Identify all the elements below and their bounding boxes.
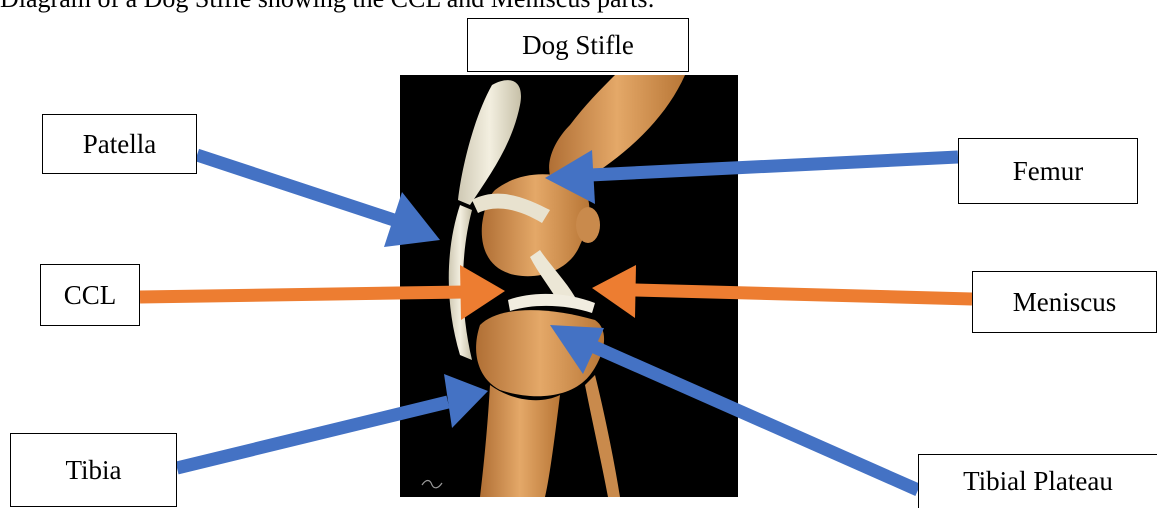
- label-patella: Patella: [42, 114, 197, 174]
- label-tibia: Tibia: [10, 433, 177, 507]
- patella-arrow: [197, 155, 440, 247]
- meniscus-arrow: [592, 265, 972, 318]
- tibial-plateau-arrow: [550, 325, 918, 490]
- tibia-arrow: [177, 374, 488, 468]
- ccl-arrow: [140, 265, 505, 320]
- label-tibial-plateau: Tibial Plateau: [918, 454, 1157, 508]
- label-meniscus: Meniscus: [972, 271, 1157, 333]
- label-femur: Femur: [958, 138, 1138, 204]
- femur-arrow: [545, 150, 958, 204]
- label-ccl: CCL: [40, 264, 140, 326]
